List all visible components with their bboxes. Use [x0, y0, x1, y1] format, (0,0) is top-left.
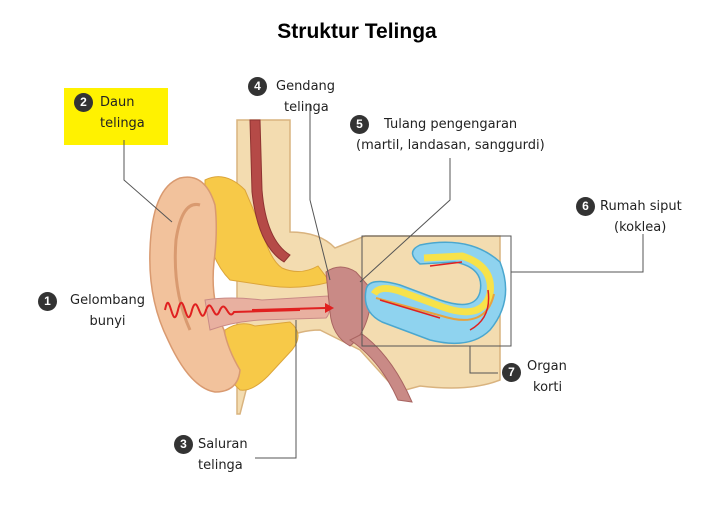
label-4-line2: telinga — [284, 100, 329, 115]
badge-7: 7 — [502, 363, 521, 382]
badge-2: 2 — [74, 93, 93, 112]
sound-arrowhead — [325, 303, 334, 313]
badge-1: 1 — [38, 292, 57, 311]
badge-6: 6 — [576, 197, 595, 216]
blood-vessel — [249, 119, 291, 263]
badge-5: 5 — [350, 115, 369, 134]
label-6-line2: (koklea) — [614, 220, 667, 235]
ear-canal — [204, 295, 331, 331]
label-1-line1: Gelombang — [70, 293, 146, 308]
sound-arrow — [251, 307, 326, 311]
cochlea-outer — [364, 241, 507, 345]
label-4-line1: Gendang — [276, 79, 336, 94]
label-1-line2: bunyi — [89, 314, 126, 329]
leader-daun-telinga — [123, 140, 173, 223]
cochlea-mid — [371, 252, 494, 316]
cochlea-inner — [375, 293, 495, 321]
label-6-line1: Rumah siput — [600, 199, 682, 214]
leader-rumah-siput — [511, 234, 644, 273]
leader-organ-korti — [469, 346, 498, 374]
label-saluran-telinga: Saluran telinga — [198, 434, 248, 476]
label-7-line2: korti — [533, 380, 563, 395]
bone-marrow-upper — [204, 176, 331, 288]
cochlea-frame — [361, 235, 512, 347]
label-gendang-telinga: Gendang telinga — [276, 76, 335, 118]
middle-ear — [325, 266, 373, 347]
label-2-line2: telinga — [100, 116, 145, 131]
leader-tulang — [359, 158, 451, 283]
label-tulang-pengengaran: Tulang pengengaran (martil, landasan, sa… — [356, 114, 552, 156]
pinna-shape — [149, 176, 241, 393]
label-5-line1: Tulang pengengaran — [384, 117, 518, 132]
label-3-line2: telinga — [198, 458, 243, 473]
label-3-line1: Saluran — [198, 437, 248, 452]
label-gelombang-bunyi: Gelombang bunyi — [70, 290, 145, 332]
sound-wave — [164, 301, 301, 319]
eustachian-tube — [349, 333, 413, 403]
label-7-line1: Organ — [527, 359, 567, 374]
badge-4: 4 — [248, 77, 267, 96]
badge-3: 3 — [174, 435, 193, 454]
label-2-line1: Daun — [100, 95, 135, 110]
leader-gendang-telinga — [309, 104, 331, 281]
label-5-line2: (martil, landasan, sanggurdi) — [356, 138, 545, 153]
diagram-title: Struktur Telinga — [277, 20, 437, 43]
label-rumah-siput: Rumah siput (koklea) — [600, 196, 682, 238]
leader-saluran — [255, 320, 297, 459]
pinna-inner — [173, 202, 201, 331]
cochlea-arrows — [379, 261, 490, 331]
label-daun-telinga: Daun telinga — [100, 92, 145, 134]
label-organ-korti: Organ korti — [527, 356, 567, 398]
